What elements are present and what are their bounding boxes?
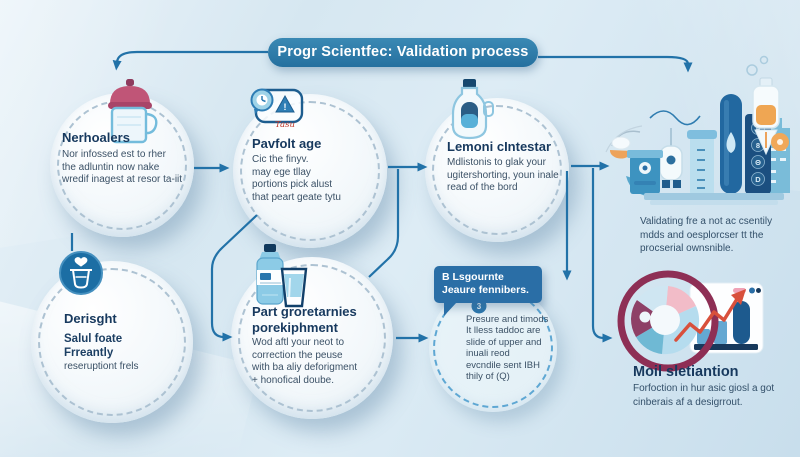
node3-heading: Lemoni cIntestar [447, 139, 552, 154]
node5-body: Wod aftl your neot to correction the peu… [252, 337, 358, 386]
node-circle-3 [425, 98, 569, 242]
svg-text:8: 8 [756, 141, 760, 150]
alert-icon-label: Tasu [275, 120, 295, 130]
analytics-title: Moil sletiantion [633, 364, 739, 380]
node3-body: Mdlistonis to glak your ugitershorting, … [447, 157, 559, 194]
node-circle-4 [31, 261, 193, 423]
svg-text:Θ: Θ [755, 158, 761, 167]
node4-subheading: Salul foate Frreantly [64, 333, 123, 359]
node4-body: reseruptiont frels [64, 361, 139, 372]
page-title: Progr Scientfec: Validation process [268, 38, 538, 67]
lab-illustration: A 8 Θ D [605, 55, 790, 205]
node1-body: Nor infossed est to rher the adluntin no… [62, 149, 183, 186]
node2-body: Cic the finyv. may ege tllay portions pi… [252, 154, 341, 203]
node1-heading: Nerhoalers [62, 130, 130, 145]
svg-text:D: D [755, 175, 761, 184]
analytics-illustration [617, 270, 764, 372]
node5-heading: Part groretarnies porekiphment [252, 304, 357, 335]
analytics-caption: Forfoction in hur asic giosl a got cinbe… [633, 383, 775, 408]
node6-body: Presure and timods It lless taddoc are s… [466, 314, 549, 383]
node4-heading: Derisght [64, 311, 117, 326]
node2-heading: Pavfolt age [252, 136, 322, 151]
lab-caption: Validating fre a not ac csentily mdds an… [640, 216, 773, 254]
callout-bubble: B Lsgournte Jeaure fennibers. [434, 266, 542, 316]
svg-text:A: A [755, 124, 761, 133]
